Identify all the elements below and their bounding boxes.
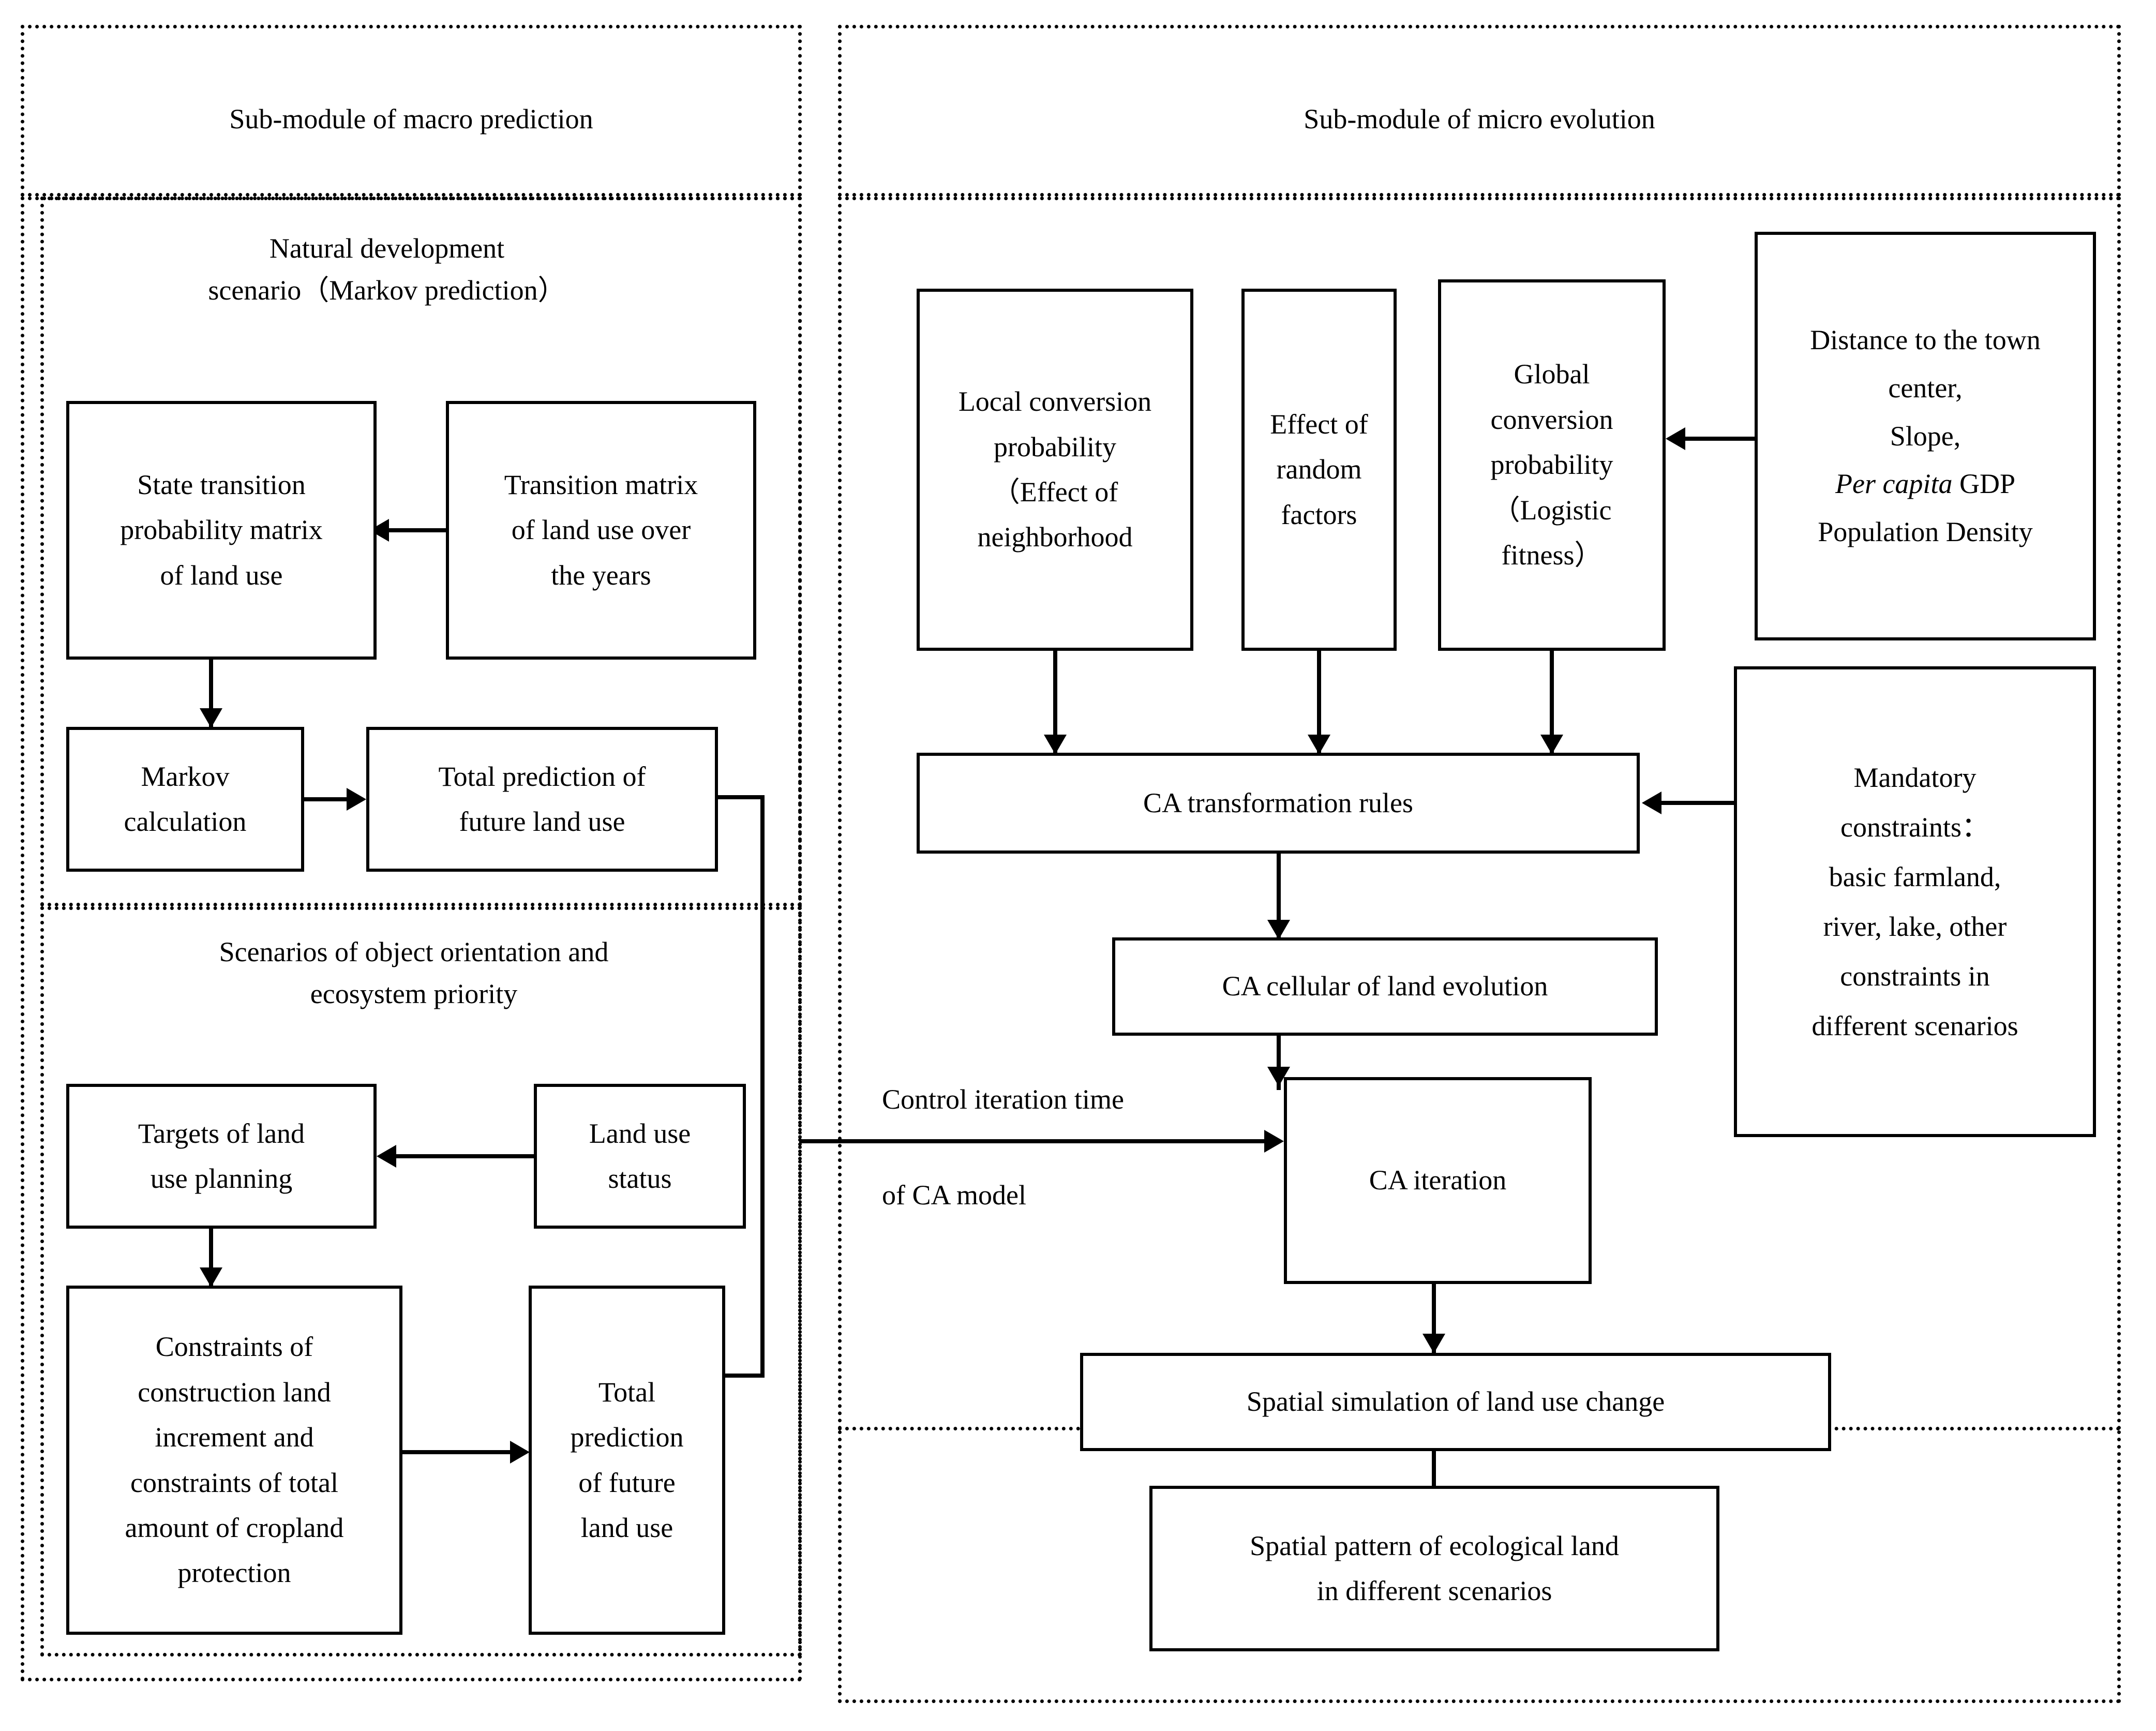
micro-outer-panel (838, 1430, 2121, 1703)
node-label: Mandatory constraints： basic farmland, r… (1811, 762, 2018, 1042)
connector-constraints-to-rules (1661, 801, 1736, 805)
arrow-local-to-rules (1044, 735, 1067, 754)
node-label: Total prediction of future land use (438, 760, 646, 837)
node-targets-of-land-use-planning: Targets of land use planning (66, 1084, 377, 1229)
node-label: Local conversion probability （Effect of … (958, 386, 1152, 553)
connector-state-to-markov (209, 660, 213, 727)
macro-object-scenario-panel (40, 906, 802, 1657)
node-label: Land use status (589, 1117, 691, 1194)
node-label: Targets of land use planning (138, 1117, 305, 1194)
node-global-conversion-probability: Global conversion probability （Logistic … (1438, 279, 1666, 651)
bus-vertical (760, 795, 765, 1378)
node-label: Effect of random factors (1270, 408, 1368, 530)
arrow-targets-to-constraints (200, 1267, 222, 1287)
arrow-bus-to-ca-iteration (1264, 1130, 1284, 1153)
node-label: CA cellular of land evolution (1222, 971, 1548, 1002)
driving-factor-center: center, (1888, 372, 1963, 404)
node-label: Spatial pattern of ecological land in di… (1250, 1530, 1619, 1606)
connector-constraints-to-total2 (402, 1450, 510, 1454)
micro-header-panel (838, 25, 2121, 197)
node-label: Global conversion probability （Logistic … (1490, 359, 1613, 571)
node-label: Constraints of construction land increme… (125, 1331, 344, 1589)
node-spatial-simulation-of-land-use-change: Spatial simulation of land use change (1080, 1353, 1831, 1451)
connector-local-to-rules (1053, 651, 1057, 754)
node-constraints-of-construction-land: Constraints of construction land increme… (66, 1286, 402, 1635)
control-iteration-time-label: Control iteration time (882, 1084, 1124, 1115)
connector-rules-to-cellular (1277, 854, 1281, 939)
macro-natural-scenario-panel (40, 197, 802, 906)
node-transition-matrix-of-land-use: Transition matrix of land use over the y… (446, 401, 756, 660)
micro-header-title: Sub-module of micro evolution (1304, 103, 1655, 135)
arrow-constraints-to-rules (1642, 792, 1661, 814)
arrow-rules-to-cellular (1267, 920, 1290, 939)
node-ca-iteration: CA iteration (1284, 1077, 1592, 1284)
driving-factor-slope: Slope, (1890, 420, 1961, 452)
connector-targets-to-constraints (209, 1229, 213, 1286)
macro-header-title: Sub-module of macro prediction (229, 103, 593, 135)
driving-factor-population-density: Population Density (1818, 516, 2033, 548)
arrow-markov-to-total (347, 788, 366, 811)
node-label: Spatial simulation of land use change (1246, 1386, 1665, 1417)
node-spatial-pattern-of-ecological-land: Spatial pattern of ecological land in di… (1149, 1486, 1719, 1651)
arrow-status-to-targets (377, 1145, 396, 1168)
connector-markov-to-total (304, 797, 347, 801)
connector-random-to-rules (1317, 651, 1321, 754)
node-label: CA iteration (1369, 1165, 1507, 1196)
natural-scenario-title: Natural development scenario（Markov pred… (208, 233, 566, 306)
connector-drivers-to-global (1685, 437, 1757, 441)
arrow-global-to-rules (1540, 735, 1563, 754)
driving-factor-per-capita: Per capita (1835, 468, 1953, 500)
of-ca-model-label: of CA model (882, 1180, 1026, 1211)
arrow-drivers-to-global (1666, 427, 1685, 450)
node-label: Transition matrix of land use over the y… (504, 469, 698, 591)
node-total-prediction-of-future-land-use: Total prediction of future land use (366, 727, 718, 872)
bus-stub-bottom (725, 1374, 765, 1378)
connector-iteration-to-simulation (1432, 1284, 1436, 1356)
connector-global-to-rules (1550, 651, 1554, 754)
bus-stub-top (718, 795, 765, 799)
arrow-constraints-to-total2 (510, 1441, 530, 1464)
bus-to-ca-iteration (799, 1139, 1268, 1143)
node-local-conversion-probability: Local conversion probability （Effect of … (917, 289, 1193, 651)
driving-factor-gdp: GDP (1952, 468, 2015, 500)
node-land-use-status: Land use status (534, 1084, 746, 1229)
connector-transition-to-state (389, 528, 447, 532)
node-label: CA transformation rules (1143, 787, 1413, 818)
node-ca-cellular-of-land-evolution: CA cellular of land evolution (1112, 937, 1658, 1036)
node-label: Total prediction of future land use (570, 1376, 684, 1543)
arrow-random-to-rules (1308, 735, 1330, 754)
node-state-transition-probability-matrix: State transition probability matrix of l… (66, 401, 377, 660)
node-total-prediction-of-future-land-use-2: Total prediction of future land use (529, 1286, 725, 1635)
macro-header-panel (21, 25, 802, 197)
arrow-iteration-to-simulation (1423, 1334, 1445, 1353)
node-mandatory-constraints: Mandatory constraints： basic farmland, r… (1734, 666, 2096, 1137)
object-scenario-title: Scenarios of object orientation and ecos… (219, 936, 609, 1009)
node-ca-transformation-rules: CA transformation rules (917, 753, 1640, 854)
node-label: State transition probability matrix of l… (120, 469, 323, 591)
node-driving-factors: Distance to the town center, Slope, Per … (1755, 232, 2096, 640)
node-label: Distance to the town center, Slope, Per … (1763, 316, 2088, 556)
node-markov-calculation: Markov calculation (66, 727, 304, 872)
driving-factor-distance: Distance to the town (1810, 324, 2041, 355)
node-effect-of-random-factors: Effect of random factors (1241, 289, 1397, 651)
connector-cellular-to-iteration (1277, 1036, 1281, 1090)
node-label: Markov calculation (124, 760, 247, 837)
connector-status-to-targets (396, 1154, 536, 1158)
arrow-state-to-markov (200, 708, 222, 728)
